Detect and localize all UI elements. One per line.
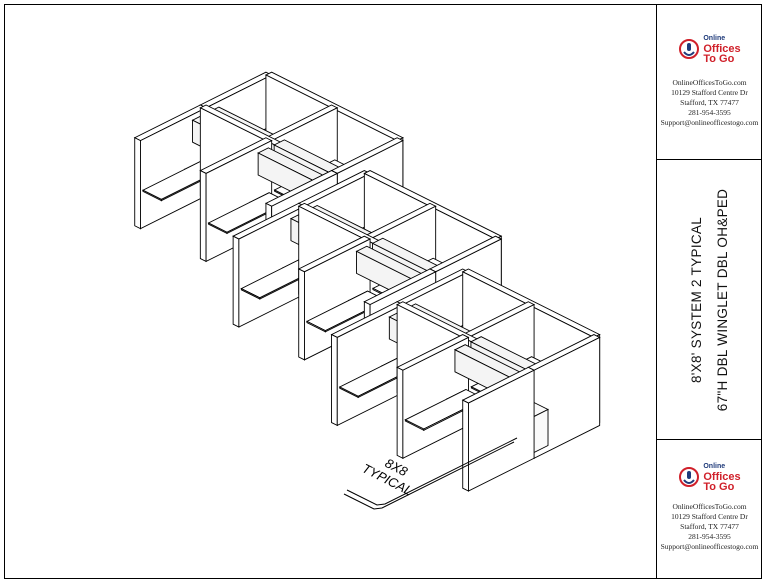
drawing-title-line2: 67"H DBL WINGLET DBL OH&PED xyxy=(714,188,730,411)
email: Support@onlineofficestogo.com xyxy=(660,118,759,127)
title-block: Online Offices To Go OnlineOfficesToGo.c… xyxy=(656,4,762,579)
street-address: 10129 Stafford Centre Dr xyxy=(671,512,748,521)
cubicle-side-panel xyxy=(461,366,536,492)
company-logo: Online Offices To Go xyxy=(657,34,762,65)
phone: 281-954-3595 xyxy=(688,532,731,541)
phone: 281-954-3595 xyxy=(688,108,731,117)
website: OnlineOfficesToGo.com xyxy=(672,78,747,87)
cubicle-side-panel xyxy=(527,334,601,459)
logo-emblem-icon xyxy=(679,39,700,59)
logo-line1: Online xyxy=(703,35,726,42)
cubicle-isometric-drawing: 8X8 TYPICAL xyxy=(133,71,601,510)
email: Support@onlineofficestogo.com xyxy=(660,542,759,551)
contact-info: OnlineOfficesToGo.com 10129 Stafford Cen… xyxy=(657,502,762,552)
logo-line3: To Go xyxy=(703,481,735,493)
city-state-zip: Stafford, TX 77477 xyxy=(680,522,739,531)
dimension-lines xyxy=(343,437,518,510)
city-state-zip: Stafford, TX 77477 xyxy=(680,98,739,107)
logo-emblem-icon xyxy=(679,467,700,487)
street-address: 10129 Stafford Centre Dr xyxy=(671,88,748,97)
title-block-company-top: Online Offices To Go OnlineOfficesToGo.c… xyxy=(657,4,762,160)
website: OnlineOfficesToGo.com xyxy=(672,502,747,511)
drawing-title-line1: 8'X8' SYSTEM 2 TYPICAL xyxy=(688,216,704,383)
title-block-company-bottom: Online Offices To Go OnlineOfficesToGo.c… xyxy=(657,440,762,579)
company-logo: Online Offices To Go xyxy=(657,462,762,493)
logo-line3: To Go xyxy=(703,53,735,65)
title-block-description: 8'X8' SYSTEM 2 TYPICAL 67"H DBL WINGLET … xyxy=(657,160,762,440)
logo-line2: Offices xyxy=(703,471,741,483)
drawing-frame xyxy=(4,4,762,579)
logo-line1: Online xyxy=(703,463,726,470)
logo-line2: Offices xyxy=(703,43,741,55)
contact-info: OnlineOfficesToGo.com 10129 Stafford Cen… xyxy=(657,78,762,128)
